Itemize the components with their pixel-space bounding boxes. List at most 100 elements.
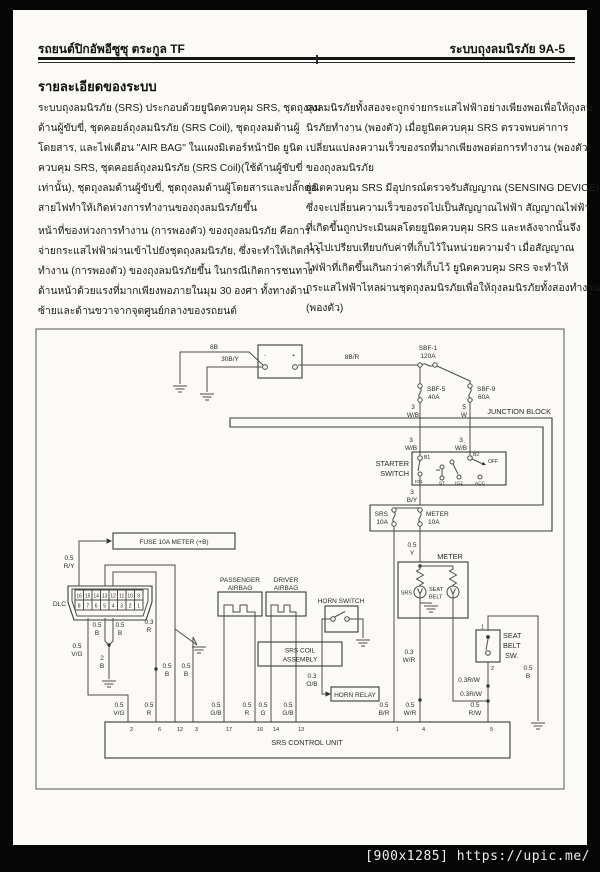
arrow-icon (325, 691, 331, 697)
text-line: นำไปเปรียบเทียบกับค่าที่เก็บไว้ในหน่วยคว… (306, 243, 575, 254)
ground-icon (530, 722, 546, 730)
header-rule-thin (38, 62, 575, 63)
wire-label: R/W (469, 710, 483, 717)
srs-wiring-diagram: - + 8B 30B/Y 8B/R SBF-1 120A SBF-5 40A (35, 328, 565, 790)
dlc-pin: 16 (76, 594, 82, 600)
battery-minus: - (264, 353, 266, 359)
fuse-srs-10a: SRS 10A (375, 507, 397, 527)
terminal-label: IG2 (455, 481, 463, 487)
wire-label: 5 (462, 404, 466, 411)
terminal-label: ACC (475, 481, 486, 487)
text-line: ซึ่งจะเปลี่ยนความเร็วของรถไปเป็นสัญญาณไฟ… (306, 203, 591, 214)
wire-label: 30B/Y (221, 356, 239, 363)
driver-airbag-label: DRIVER (274, 577, 299, 584)
header-rule-tick (316, 55, 318, 64)
battery-plus: + (292, 353, 295, 359)
terminal-label: B1 (424, 455, 430, 461)
arrow-icon (481, 461, 487, 467)
wire-label: 0.5 (181, 663, 190, 670)
wire-label: G/B (282, 710, 293, 717)
text-line: (พองตัว) (306, 303, 344, 314)
fuse-label: 40A (428, 394, 440, 401)
wire-label: 0.5 (115, 622, 124, 629)
text-line: สายไฟทำให้เกิดห่วงการทำงานของถุงลมนิรภัย… (38, 203, 258, 214)
battery: - + (257, 344, 303, 379)
junction-block-outline (229, 417, 553, 532)
horn-switch: HORN SWITCH (318, 598, 365, 633)
ground-icon (101, 680, 117, 688)
paragraph: หน้าที่ของห่วงการทำงาน (การพองตัว) ของถุ… (38, 222, 321, 322)
seat-belt-switch-label: BELT (503, 641, 521, 650)
starter-switch: STARTER SWITCH B1 IG1 ST IG2 ACC B2 OFF (376, 451, 507, 487)
dlc-pin: 2 (129, 604, 132, 610)
horn-relay: HORN RELAY (330, 686, 380, 702)
wire-label: W/B (407, 412, 419, 419)
control-unit-label: SRS CONTROL UNIT (271, 738, 343, 747)
ecu-pin: 1 (396, 727, 399, 733)
ecu-pin: 3 (195, 727, 198, 733)
paragraph: ถุงลมนิรภัยทั้งสองจะถูกจ่ายกระแสไฟฟ้าอย่… (306, 99, 593, 179)
arrow-icon (106, 538, 112, 544)
fuse-label: 10A (376, 519, 388, 526)
fuse-sbf5: SBF-5 40A (417, 383, 446, 403)
text-column-left: ระบบถุงลมนิรภัย (SRS) ประกอบด้วยยูนิตควบ… (38, 99, 321, 325)
wire-label: 0.5 (470, 702, 479, 709)
wire-label: 0.5 (144, 702, 153, 709)
wire-label: W/R (403, 657, 416, 664)
wire-label: 3 (409, 437, 413, 444)
wire-label: B (95, 630, 99, 637)
passenger-airbag-label: AIRBAG (228, 585, 253, 592)
wire-label: W/B (405, 445, 417, 452)
text-line: เท่านั้น), ชุดถุงลมด้านผู้ขับขี่, ชุดถุง… (38, 183, 318, 194)
passenger-airbag: PASSENGER AIRBAG (217, 577, 263, 617)
dlc-label: DLC (53, 601, 66, 608)
ecu-pin: 2 (130, 727, 133, 733)
wire-label: B (100, 663, 104, 670)
fuse-label: SRS (375, 511, 389, 518)
wire-label: 0.3 (307, 673, 316, 680)
srs-coil-assembly: SRS COIL ASSEMBLY (257, 641, 343, 667)
junction-block-label: JUNCTION BLOCK (487, 407, 551, 416)
text-line: ด้านหน้าด้วยแรงที่มากเพียงพอภายในมุม 30 … (38, 286, 310, 297)
wire-label: 0.5 (283, 702, 292, 709)
wire-label: B (118, 630, 122, 637)
wire-label: B/R (379, 710, 390, 717)
header-rule (38, 57, 575, 60)
meter-label: METER (437, 552, 463, 561)
ground-icon (172, 385, 188, 393)
terminal-label: OFF (488, 459, 498, 465)
terminal-label: 2 (491, 666, 494, 672)
ecu-pin: 6 (158, 727, 161, 733)
wire-label: 0.5 (114, 702, 123, 709)
text-line: ของถุงลมนิรภัย (306, 163, 375, 174)
ecu-pin: 4 (422, 727, 425, 733)
dlc-connector: DLC 16 15 14 13 12 11 10 9 8 7 6 5 4 3 2… (53, 585, 153, 621)
text-line: หน้าที่ของห่วงการทำงาน (การพองตัว) ของถุ… (38, 226, 311, 237)
ecu-pin: 16 (257, 727, 263, 733)
seat-belt-switch-label: SW. (505, 651, 518, 660)
header-left: รถยนต์ปิกอัพอีซูซุ ตระกูล TF (38, 42, 185, 56)
wire-label: G (260, 710, 265, 717)
wire-label: B (184, 671, 188, 678)
wire-label: 3 (411, 404, 415, 411)
ground-icon (199, 393, 215, 401)
seat-belt-switch-label: SEAT (503, 631, 522, 640)
srs-coil-label: ASSEMBLY (283, 657, 318, 664)
fuse-callout-label: FUSE 10A METER (+B) (139, 539, 208, 546)
dlc-pin: 6 (95, 604, 98, 610)
watermark-bar: [900x1285] https://upic.me/ (0, 845, 600, 872)
text-line: เปลี่ยนแปลงความเร็วของรถที่มากเพียงพอต่อ… (306, 143, 591, 154)
wire-label: 0.5 (242, 702, 251, 709)
fuse-sbf9: SBF-9 60A (467, 383, 496, 403)
wire-label: 3 (410, 489, 414, 496)
seat-belt-lamp-label: SEAT (429, 587, 444, 593)
text-line: โดยสาร, และไฟเตือน "AIR BAG" ในแผงมิเตอร… (38, 143, 303, 154)
terminal-label: ST (439, 481, 445, 487)
driver-airbag: DRIVER AIRBAG (265, 577, 307, 617)
wire-label: R (245, 710, 250, 717)
header-right-page-number: ระบบถุงลมนิรภัย 9A-5 (449, 42, 565, 56)
driver-airbag-label: AIRBAG (274, 585, 299, 592)
wire-label: 0.3 (144, 619, 153, 626)
wire-label: 0.3R/W (460, 691, 483, 698)
